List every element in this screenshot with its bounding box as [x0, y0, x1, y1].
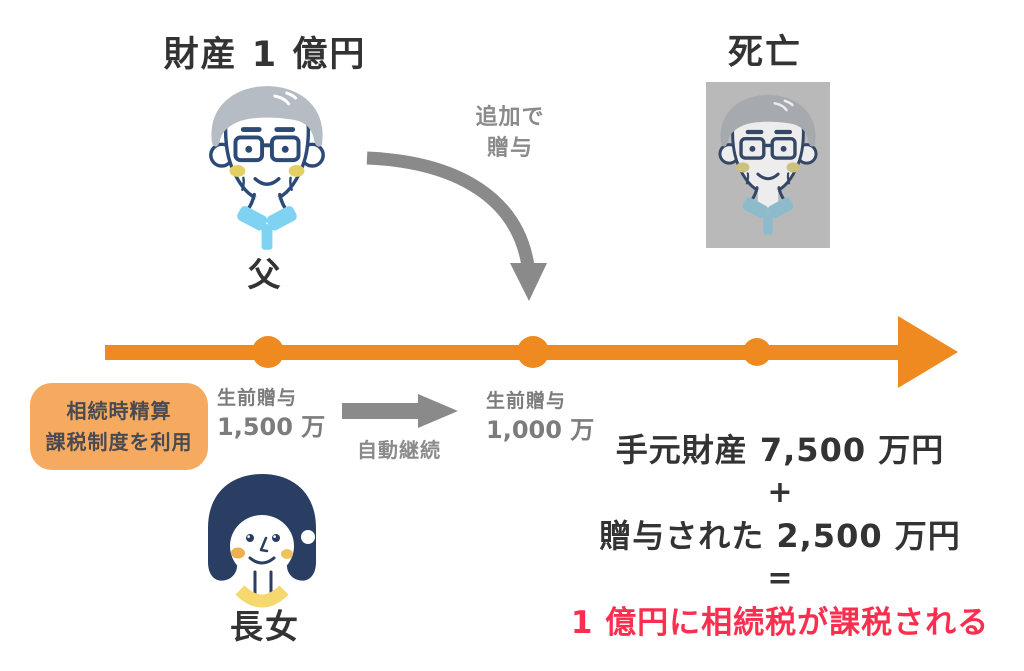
curved-gift-arrow-icon	[366, 151, 547, 301]
auto-continue-label: 自動継続	[357, 438, 441, 462]
timeline-dot-1	[252, 336, 284, 368]
daughter-label: 長女	[230, 607, 300, 646]
father-illustration-icon	[209, 86, 325, 250]
memorial-photo	[706, 82, 830, 248]
gift-2-amount: 1,000 万	[486, 416, 595, 444]
daughter-illustration-icon	[208, 474, 316, 608]
gift-2: 生前贈与 1,000 万	[486, 388, 594, 446]
timeline-line	[105, 345, 905, 360]
result-conclusion: 1 億円に相続税が課税される	[570, 605, 990, 641]
taxation-system-badge: 相続時精算 課税制度を利用	[30, 383, 208, 470]
gift-1: 生前贈与 1,500 万	[217, 385, 325, 443]
death-title: 死亡	[727, 33, 802, 73]
equals-operator: =	[767, 561, 793, 596]
father-label: 父	[247, 255, 283, 294]
result-gift-line: 贈与された 2,500 万円	[599, 517, 961, 555]
additional-gift-line2: 贈与	[486, 136, 533, 161]
auto-continue-arrow-icon	[342, 394, 458, 428]
timeline-dot-3	[743, 338, 771, 366]
timeline-dot-2	[517, 336, 549, 368]
result-assets-line: 手元財産 7,500 万円	[615, 431, 945, 469]
timeline-arrowhead-icon	[898, 316, 958, 388]
additional-gift-line1: 追加で	[475, 105, 545, 130]
gift-1-amount: 1,500 万	[217, 413, 326, 441]
assets-title: 財産 1 億円	[163, 35, 367, 75]
gift-1-title: 生前贈与	[217, 387, 298, 409]
plus-operator: +	[767, 475, 793, 510]
gift-2-title: 生前贈与	[486, 390, 567, 412]
taxation-system-line2: 課税制度を利用	[45, 429, 193, 454]
memorial-father-illustration-icon	[718, 94, 818, 235]
additional-gift-label: 追加で 贈与	[430, 102, 590, 164]
taxation-system-line1: 相続時精算	[66, 398, 172, 423]
result-block: 手元財産 7,500 万円 + 贈与された 2,500 万円 = 1 億円に相続…	[545, 428, 1015, 646]
